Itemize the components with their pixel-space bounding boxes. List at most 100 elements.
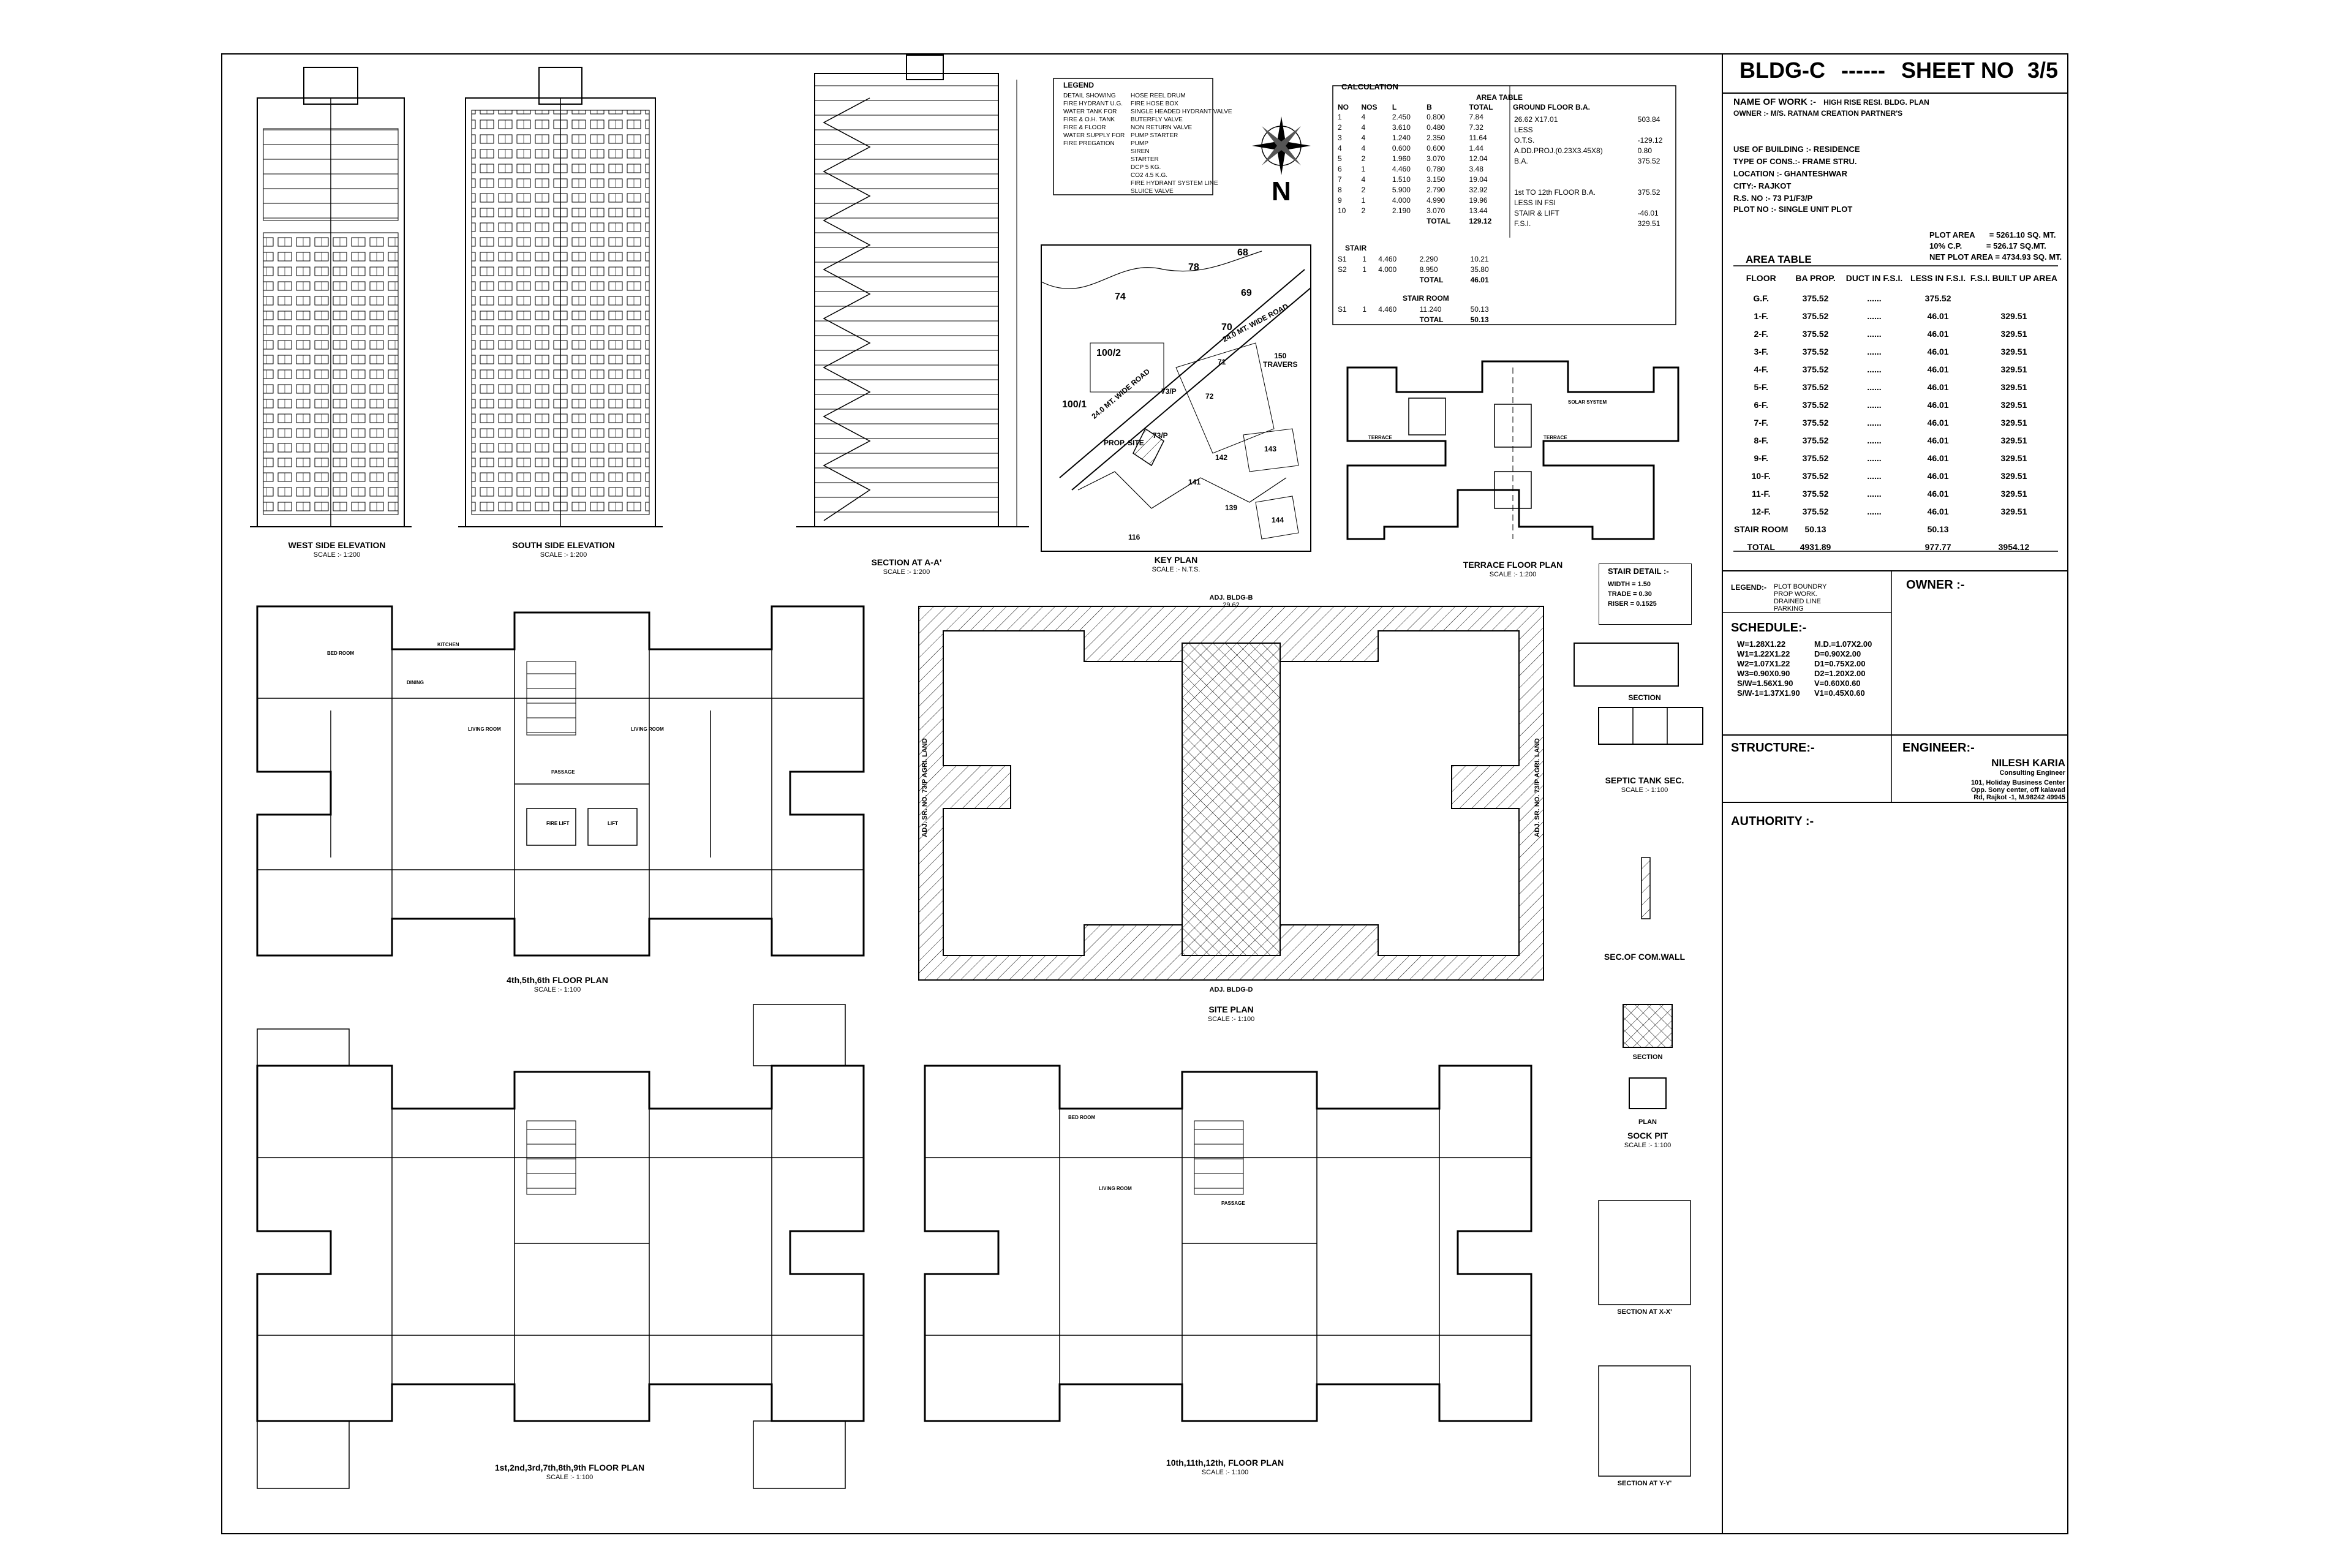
engineer-name: NILESH KARIA bbox=[1991, 757, 2065, 769]
stair-room-cell: 50.13 bbox=[1470, 304, 1489, 314]
legend-item: SLUICE VALVE bbox=[1131, 188, 1174, 195]
calc-cell: 6 bbox=[1338, 164, 1342, 173]
area-cell bbox=[1842, 520, 1907, 538]
area-cell: ...... bbox=[1867, 488, 1882, 499]
cp-area: 10% C.P. = 526.17 SQ.MT. bbox=[1929, 241, 2046, 251]
calc-cell: 13.44 bbox=[1469, 206, 1488, 215]
tb-legend-item: PARKING bbox=[1774, 605, 1804, 612]
calc-cell: 2.190 bbox=[1392, 206, 1411, 215]
floor101112-scale: SCALE :- 1:100 bbox=[1201, 1469, 1249, 1476]
adj-left-label: ADJ. SR. NO. 73/P AGRI. LAND bbox=[921, 738, 929, 837]
legend-item: PUMP STARTER bbox=[1131, 132, 1178, 139]
key-plot: 100/2 bbox=[1096, 348, 1121, 358]
key-plot: 72 bbox=[1205, 392, 1214, 401]
calc-right-cell bbox=[1635, 176, 1675, 187]
room-label: LIVING ROOM bbox=[631, 726, 664, 732]
plot-area: PLOT AREA = 5261.10 SQ. MT. bbox=[1929, 230, 2056, 239]
calc-right-cell: LESS IN FSI bbox=[1514, 198, 1556, 207]
area-cell: 46.01 bbox=[1927, 328, 1949, 339]
name-of-work-label: NAME OF WORK :- bbox=[1733, 97, 1816, 107]
legend-item: FIRE & FLOOR bbox=[1063, 124, 1106, 131]
adj-top-label: ADJ. BLDG-B bbox=[1209, 594, 1253, 601]
calc-right-row: A.DD.PROJ.(0.23X3.45X8)0.80 bbox=[1512, 145, 1675, 156]
legend-item: FIRE & O.H. TANK bbox=[1063, 116, 1115, 123]
floor-plan-123 bbox=[256, 1004, 865, 1489]
schedule-item: D1=0.75X2.00 bbox=[1814, 659, 1866, 668]
area-cell: 329.51 bbox=[2000, 417, 2027, 428]
stair-cell: 10.21 bbox=[1470, 254, 1489, 263]
area-header: FLOOR bbox=[1746, 273, 1776, 283]
adj-right-label: ADJ. SR. NO. 73/P AGRI. LAND bbox=[1534, 738, 1541, 837]
key-plot: 73/P bbox=[1153, 431, 1168, 440]
room-label: SOLAR SYSTEM bbox=[1568, 399, 1607, 405]
key-plot: 78 bbox=[1188, 262, 1199, 273]
calc-cell: 12.04 bbox=[1469, 154, 1488, 163]
title-dashes: ------ bbox=[1841, 58, 1885, 83]
key-plot: 116 bbox=[1128, 533, 1140, 541]
travers-label: 150 TRAVERS bbox=[1263, 352, 1298, 369]
area-cell: ...... bbox=[1867, 506, 1882, 516]
room-label: BED ROOM bbox=[1068, 1115, 1095, 1120]
area-header: DUCT IN F.S.I. bbox=[1845, 273, 1903, 283]
legend-item: FIRE HOSE BOX bbox=[1131, 100, 1178, 107]
area-cell: 46.01 bbox=[1927, 506, 1949, 516]
stair-room-label: STAIR ROOM bbox=[1403, 294, 1449, 303]
west-elevation-scale: SCALE :- 1:200 bbox=[313, 551, 361, 559]
area-cell: 329.51 bbox=[2000, 311, 2027, 321]
area-cell: 329.51 bbox=[2000, 506, 2027, 516]
floor123-title: 1st,2nd,3rd,7th,8th,9th FLOOR PLAN bbox=[494, 1463, 645, 1472]
area-cell: 3954.12 bbox=[1998, 541, 2030, 552]
adj-bottom-label: ADJ. BLDG-D bbox=[1209, 986, 1253, 993]
area-cell: 977.77 bbox=[1924, 541, 1951, 552]
area-cell: 46.01 bbox=[1927, 417, 1949, 428]
calc-cell: 0.600 bbox=[1427, 143, 1446, 153]
calc-right-cell: -129.12 bbox=[1637, 135, 1663, 145]
calc-cell: 1.240 bbox=[1392, 133, 1411, 142]
calc-cell: 32.92 bbox=[1469, 185, 1488, 194]
cp-value: = 526.17 SQ.MT. bbox=[1986, 241, 2046, 251]
stair-cell: 2.290 bbox=[1419, 254, 1438, 263]
calc-cell: 19.96 bbox=[1469, 195, 1488, 205]
stair-cell: S1 bbox=[1338, 254, 1347, 263]
area-cell: 9-F. bbox=[1754, 453, 1768, 463]
section-title: SECTION AT A-A' bbox=[871, 557, 942, 567]
calc-cell: 0.800 bbox=[1427, 112, 1446, 121]
area-cell: 4931.89 bbox=[1800, 541, 1831, 552]
calc-right-cell: 26.62 X17.01 bbox=[1514, 115, 1558, 124]
prop-site-label: PROP. SITE bbox=[1104, 439, 1144, 447]
calc-cell: 3.070 bbox=[1427, 206, 1446, 215]
south-elevation bbox=[458, 67, 663, 527]
schedule-item: D2=1.20X2.00 bbox=[1814, 669, 1866, 678]
plot-no: PLOT NO :- SINGLE UNIT PLOT bbox=[1733, 205, 1853, 214]
soak-plan-label: PLAN bbox=[1638, 1118, 1657, 1126]
calc-right-cell: STAIR & LIFT bbox=[1514, 208, 1559, 217]
west-elevation-title: WEST SIDE ELEVATION bbox=[288, 540, 386, 550]
site-plan bbox=[918, 606, 1544, 981]
net-label: NET PLOT AREA bbox=[1929, 252, 1993, 262]
septic-title: SEPTIC TANK SEC. bbox=[1605, 775, 1684, 785]
rs-no: R.S. NO :- 73 P1/F3/P bbox=[1733, 194, 1813, 203]
legend-item: DETAIL SHOWING bbox=[1063, 92, 1116, 99]
calc-cell: 1 bbox=[1361, 195, 1366, 205]
area-header: F.S.I. BUILT UP AREA bbox=[1970, 273, 2057, 283]
section-xx-title: SECTION AT X-X' bbox=[1617, 1308, 1672, 1316]
area-table: FLOOR BA PROP. DUCT IN F.S.I. LESS IN F.… bbox=[1733, 267, 2058, 556]
area-cell: 375.52 bbox=[1802, 399, 1829, 410]
legend-item: HOSE REEL DRUM bbox=[1131, 92, 1186, 99]
key-plot: 100/1 bbox=[1062, 399, 1087, 410]
calc-right-cell: -46.01 bbox=[1637, 208, 1659, 217]
